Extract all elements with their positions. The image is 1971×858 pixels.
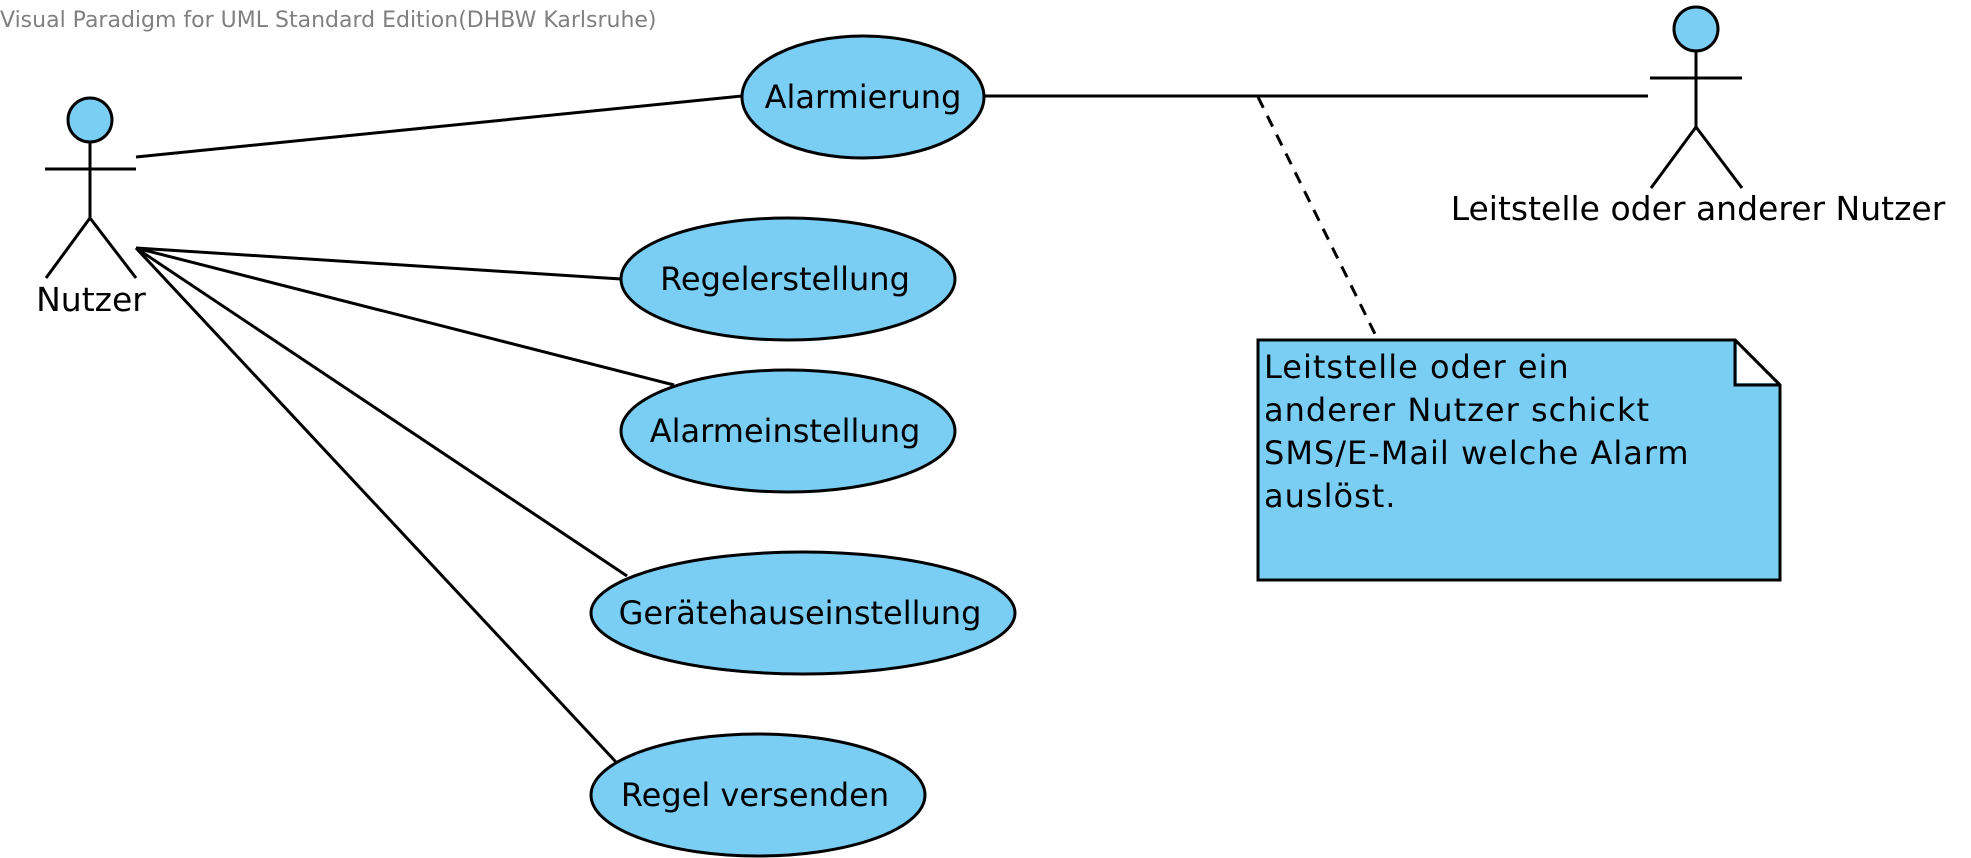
note-line: SMS/E-Mail welche Alarm: [1264, 434, 1690, 472]
use-case-alarmierung[interactable]: Alarmierung: [740, 34, 986, 160]
actor-leitstelle-label: Leitstelle oder anderer Nutzer: [1451, 189, 1946, 228]
note-line: anderer Nutzer schickt: [1264, 391, 1651, 429]
use-case-alarmeinstellung-label: Alarmeinstellung: [650, 412, 921, 450]
note-text: Leitstelle oder ein anderer Nutzer schic…: [1264, 346, 1764, 518]
note-anchor-line[interactable]: [1256, 96, 1380, 341]
use-case-geraetehauseinstellung-label: Gerätehauseinstellung: [619, 594, 982, 632]
actor-nutzer[interactable]: Nutzer: [36, 96, 146, 319]
association-nutzer-regel-versenden[interactable]: [134, 246, 618, 764]
actor-leitstelle[interactable]: Leitstelle oder anderer Nutzer: [1451, 5, 1946, 228]
use-case-regel-versenden[interactable]: Regel versenden: [589, 732, 927, 858]
association-nutzer-regelerstellung[interactable]: [135, 246, 622, 281]
use-case-alarmierung-label: Alarmierung: [765, 78, 962, 116]
use-case-geraetehauseinstellung[interactable]: Gerätehauseinstellung: [589, 550, 1017, 676]
use-case-regel-versenden-label: Regel versenden: [621, 776, 889, 814]
note[interactable]: [1256, 338, 1782, 582]
association-nutzer-alarmierung[interactable]: [135, 94, 743, 159]
watermark-text: Visual Paradigm for UML Standard Edition…: [0, 8, 657, 33]
actor-nutzer-label: Nutzer: [36, 280, 146, 319]
actor-nutzer-head: [66, 96, 114, 144]
note-line: auslöst.: [1264, 477, 1397, 515]
use-case-regelerstellung-label: Regelerstellung: [660, 260, 910, 298]
association-nutzer-alarmeinstellung[interactable]: [135, 246, 675, 387]
association-nutzer-geraetehauseinstellung[interactable]: [135, 246, 628, 578]
note-line: Leitstelle oder ein: [1264, 348, 1570, 386]
use-case-alarmeinstellung[interactable]: Alarmeinstellung: [619, 368, 957, 494]
use-case-regelerstellung[interactable]: Regelerstellung: [619, 216, 957, 342]
actor-leitstelle-head: [1672, 5, 1720, 53]
